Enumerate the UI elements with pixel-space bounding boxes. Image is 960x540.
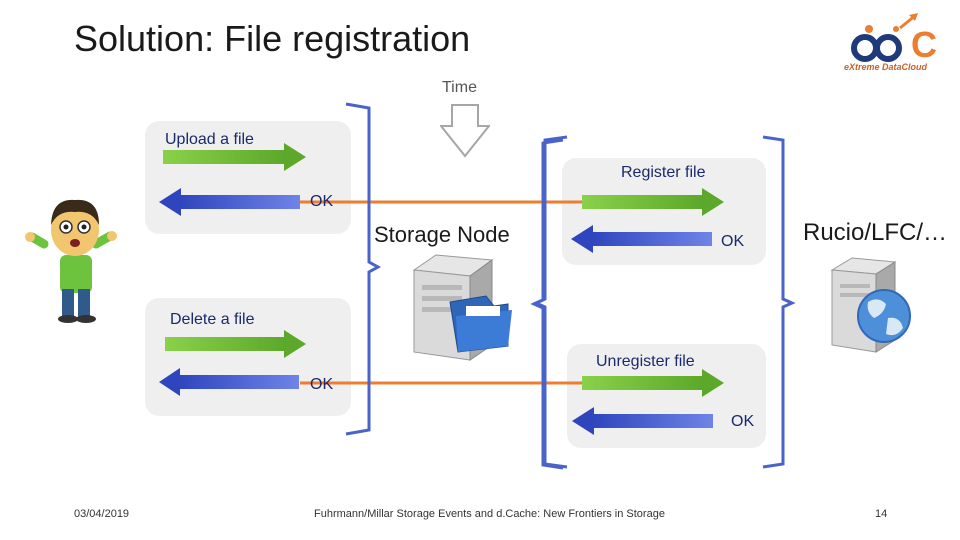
xdc-logo: C eXtreme DataCloud bbox=[838, 12, 950, 76]
logo-letter: C bbox=[911, 24, 937, 65]
time-label: Time bbox=[442, 79, 477, 96]
unregister-request-arrow bbox=[582, 369, 724, 397]
register-panel bbox=[562, 158, 766, 265]
storage-node-label: Storage Node bbox=[374, 222, 510, 247]
register-label: Register file bbox=[621, 164, 706, 181]
catalog-right-bracket bbox=[762, 135, 796, 469]
catalog-server-globe-icon bbox=[830, 257, 911, 353]
logo-text: eXtreme DataCloud bbox=[844, 62, 928, 72]
slide-title: Solution: File registration bbox=[74, 18, 471, 59]
footer-credit: Fuhrmann/Millar Storage Events and d.Cac… bbox=[314, 508, 665, 520]
register-response-arrow bbox=[571, 225, 712, 253]
delete-panel bbox=[145, 298, 351, 416]
upload-ok-label: OK bbox=[310, 193, 334, 210]
register-ok-label: OK bbox=[721, 233, 745, 250]
upload-label: Upload a file bbox=[165, 131, 254, 148]
unregister-panel bbox=[567, 344, 766, 448]
upload-request-arrow bbox=[163, 143, 306, 171]
delete-request-arrow bbox=[165, 330, 306, 358]
page-number: 14 bbox=[875, 508, 888, 520]
unregister-ok-label: OK bbox=[731, 413, 755, 430]
delete-ok-label: OK bbox=[310, 376, 334, 393]
cloud-logo-icon bbox=[851, 13, 918, 62]
catalog-left-bracket bbox=[532, 135, 568, 469]
storage-left-bracket bbox=[345, 102, 382, 436]
upload-response-arrow bbox=[159, 188, 300, 216]
storage-right-bracket bbox=[530, 138, 564, 470]
register-request-arrow bbox=[582, 188, 724, 216]
user-figure-icon bbox=[25, 199, 117, 323]
delete-label: Delete a file bbox=[170, 311, 255, 328]
unregister-label: Unregister file bbox=[596, 353, 695, 370]
delete-response-arrow bbox=[159, 368, 299, 396]
time-arrow-icon bbox=[440, 104, 490, 158]
footer-date: 03/04/2019 bbox=[74, 508, 130, 520]
upload-panel bbox=[145, 121, 351, 234]
unregister-response-arrow bbox=[572, 407, 713, 435]
catalog-label: Rucio/LFC/… bbox=[803, 219, 948, 246]
storage-server-icon bbox=[412, 254, 512, 361]
